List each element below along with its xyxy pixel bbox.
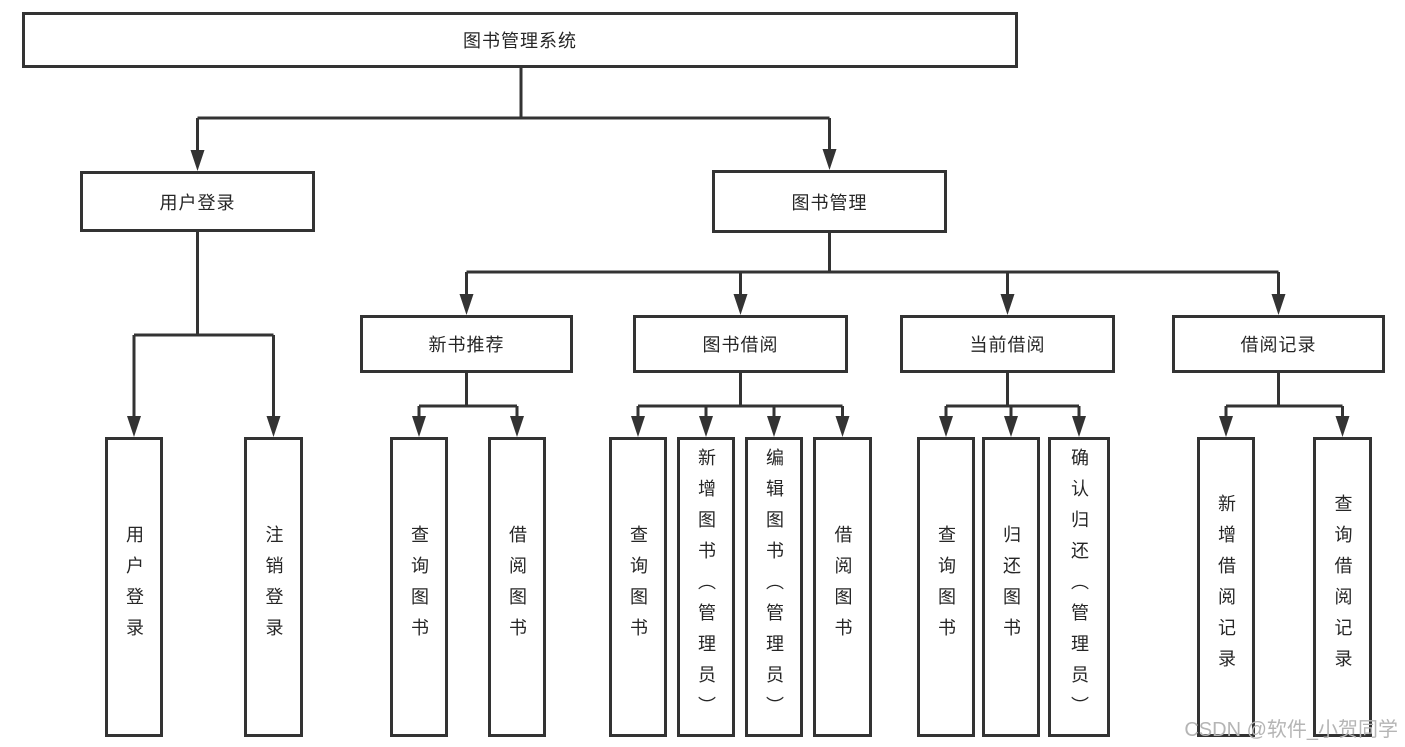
leaf-borrowing-edit-books-admin: 编辑图书（管理员）: [745, 437, 803, 737]
leaf-current-query-books: 查询图书: [917, 437, 975, 737]
node-label: 用户登录: [124, 525, 144, 649]
leaf-borrowing-borrow-books: 借阅图书: [813, 437, 872, 737]
node-new-book-recommend: 新书推荐: [360, 315, 573, 373]
node-label: 新增借阅记录: [1216, 494, 1236, 680]
node-label: 查询图书: [936, 525, 956, 649]
leaf-borrowing-add-books-admin: 新增图书（管理员）: [677, 437, 735, 737]
leaf-recommend-borrow-books: 借阅图书: [488, 437, 546, 737]
node-book-borrowing: 图书借阅: [633, 315, 848, 373]
node-label: 借阅图书: [507, 525, 527, 649]
leaf-user-login: 用户登录: [105, 437, 163, 737]
leaf-borrowing-query-books: 查询图书: [609, 437, 667, 737]
node-label: 图书借阅: [702, 335, 779, 355]
node-label: 编辑图书（管理员）: [764, 447, 784, 727]
node-borrow-records: 借阅记录: [1172, 315, 1385, 373]
node-label: 查询图书: [628, 525, 648, 649]
node-user-login: 用户登录: [80, 171, 315, 232]
node-label: 归还图书: [1001, 525, 1021, 649]
node-label: 注销登录: [263, 525, 284, 649]
node-root: 图书管理系统: [22, 12, 1018, 68]
node-label: 确认归还（管理员）: [1069, 447, 1089, 727]
node-book-management: 图书管理: [712, 170, 947, 233]
node-label: 图书管理系统: [463, 31, 577, 51]
leaf-recommend-query-books: 查询图书: [390, 437, 448, 737]
leaf-logout: 注销登录: [244, 437, 303, 737]
node-label: 查询借阅记录: [1332, 494, 1353, 680]
node-label: 图书管理: [791, 192, 868, 213]
node-label: 新书推荐: [428, 335, 505, 355]
leaf-records-add-record: 新增借阅记录: [1197, 437, 1255, 737]
node-current-borrowing: 当前借阅: [900, 315, 1115, 373]
leaf-records-query-record: 查询借阅记录: [1313, 437, 1372, 737]
leaf-current-confirm-return-admin: 确认归还（管理员）: [1048, 437, 1110, 737]
leaf-current-return-books: 归还图书: [982, 437, 1040, 737]
node-label: 新增图书（管理员）: [696, 447, 716, 727]
node-label: 当前借阅: [969, 335, 1046, 355]
node-label: 借阅记录: [1240, 335, 1317, 355]
node-label: 查询图书: [409, 525, 429, 649]
node-label: 借阅图书: [832, 525, 853, 649]
node-label: 用户登录: [159, 192, 236, 213]
